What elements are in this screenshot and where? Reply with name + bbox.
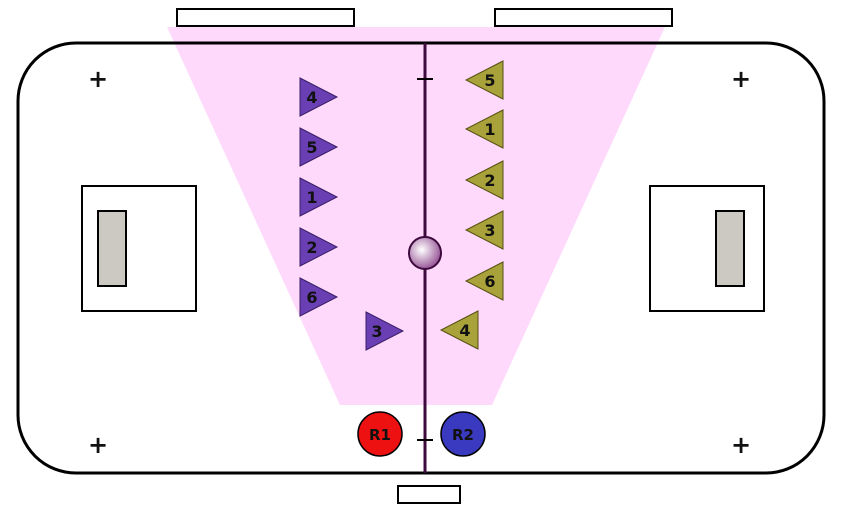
team-b-player: 1	[464, 109, 504, 149]
team-b-player: 6	[464, 261, 504, 301]
team-a-player: 5	[299, 127, 339, 167]
team-b-player: 3	[464, 210, 504, 250]
team-a-player: 4	[299, 77, 339, 117]
team-a-player-number: 6	[306, 288, 317, 307]
right-goal	[715, 210, 745, 287]
left-goal	[97, 210, 127, 287]
team-b-player-number: 3	[484, 221, 495, 240]
team-b-player-number: 6	[484, 272, 495, 291]
top-right-bench	[494, 8, 673, 27]
team-a-player-number: 2	[306, 238, 317, 257]
team-a-player-number: 1	[306, 188, 317, 207]
referee-2-label: R2	[452, 426, 474, 444]
team-a-player: 3	[365, 311, 405, 351]
plus-mark-bottom-right: +	[731, 431, 751, 459]
team-a-player: 6	[299, 277, 339, 317]
rink-outline	[16, 41, 826, 475]
team-b-player-number: 2	[484, 171, 495, 190]
team-b-player: 2	[464, 160, 504, 200]
team-a-player: 2	[299, 227, 339, 267]
referee-1-label: R1	[369, 426, 391, 444]
team-a-player-number: 5	[306, 138, 317, 157]
plus-mark-top-right: +	[731, 65, 751, 93]
plus-mark-bottom-left: +	[88, 431, 108, 459]
team-b-player-number: 4	[459, 321, 470, 340]
team-b-player-number: 1	[484, 120, 495, 139]
top-left-bench	[176, 8, 355, 27]
team-a-player-number: 3	[371, 322, 382, 341]
team-b-player-number: 5	[484, 71, 495, 90]
team-b-player: 4	[439, 310, 479, 350]
play-zone	[167, 27, 665, 405]
team-b-player: 5	[464, 60, 504, 100]
right-goal-area	[649, 185, 765, 312]
bottom-bench	[397, 485, 461, 504]
ball	[408, 236, 442, 270]
referee-2: R2	[440, 411, 486, 457]
referee-1: R1	[357, 411, 403, 457]
team-a-player-number: 4	[306, 88, 317, 107]
team-a-player: 1	[299, 177, 339, 217]
plus-mark-top-left: +	[88, 65, 108, 93]
